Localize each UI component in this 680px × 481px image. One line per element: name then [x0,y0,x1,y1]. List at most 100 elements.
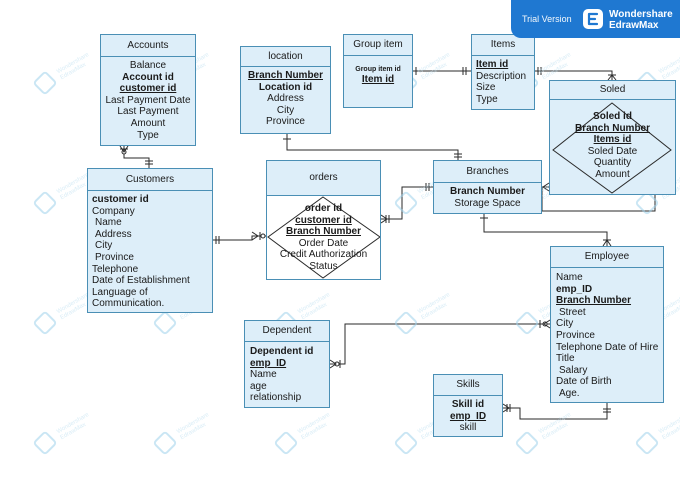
entity-title: Branches [434,161,541,183]
rel-branches-soled-2 [541,187,656,212]
entity-skills[interactable]: Skills Skill id emp_ID skill [433,374,503,437]
attr: City [276,104,295,116]
attr: Name [250,369,277,381]
brand-name: Wondershare [609,9,673,20]
attr: Quantity [593,157,632,169]
trial-label: Trial Version [522,14,572,24]
rel-items-soled [535,70,613,80]
rel-orders-branches [381,186,433,220]
rel-customers-orders [213,235,266,241]
rel-branches-employee [483,214,608,246]
entity-customers[interactable]: Customers customer id Company Name Addre… [87,168,213,313]
attr: Address [95,228,132,240]
attr-key: Dependent id [250,346,314,357]
attr: Name [95,217,122,229]
attr-key: Account id [122,71,174,83]
attr: Type [137,129,159,141]
entity-title: Employee [551,247,663,268]
attr-key: order id [304,203,343,214]
attr: City [556,318,574,330]
attr: Title [556,353,575,365]
attr: Telephone Date of Hire [556,341,659,353]
entity-title: Skills [434,375,502,396]
attr: Amount [595,168,630,180]
attr-key: customer id [295,214,352,226]
attr-key: Soled id [593,111,632,122]
attr: Communication. [92,298,165,310]
entity-employee[interactable]: Employee Name emp_ID Branch Number Stree… [550,246,664,403]
entity-group-item[interactable]: Group item Group item id Item id [343,34,413,108]
entity-title: Soled [550,81,675,100]
attr-key: Items id [593,134,632,146]
entity-soled[interactable]: Soled Soled id Branch Number Items id So… [549,80,676,195]
attr: skill [459,422,477,434]
attr: Storage Space [454,197,521,209]
attr: Age. [559,387,580,399]
entity-title: Customers [88,169,212,191]
attr-key: Branch Number [574,122,650,134]
entity-orders[interactable]: orders order id customer id Branch Numbe… [266,160,381,280]
product-name: EdrawMax [609,20,659,31]
attr: Order Date [298,237,349,249]
attr-key: Skill id [451,399,485,410]
attr-key: emp_ID [449,410,487,422]
attr-key: Group item id [355,66,401,73]
attr: age [250,380,267,392]
attr: Company [92,205,135,217]
trial-banner[interactable]: Trial Version Wondershare EdrawMax [511,0,680,38]
attr: Balance [129,60,167,71]
attr: Last Payment Date [105,94,191,106]
entity-title: location [241,47,330,67]
entity-title: Group item [344,35,412,56]
entity-items[interactable]: Items Item id Description Size Type [471,34,535,110]
attr-key: Branch Number [285,226,361,238]
attr: City [95,240,113,252]
attr: Description [476,70,527,82]
rel-location-branches [286,134,459,160]
attr-key: Location id [258,81,313,93]
attr: Size [476,82,496,94]
entity-branches[interactable]: Branches Branch Number Storage Space [433,160,542,214]
attr-key: customer id [92,194,149,205]
attr-key: Item id [476,59,509,70]
attr: Status [309,260,338,272]
attr-key: Branch Number [449,186,525,197]
attr: Name [556,272,583,283]
attr-key: Item id [361,74,395,85]
attr-key: Branch Number [556,295,632,307]
entity-title: orders [267,161,380,196]
entity-location[interactable]: location Branch Number Location id Addre… [240,46,331,134]
attr: Soled Date [587,145,638,157]
attr-key: emp_ID [556,283,593,295]
attr: Province [95,251,134,263]
attr: Province [556,329,595,341]
attr-key: Branch Number [247,70,323,81]
entity-title: Dependent [245,321,329,342]
attr: Salary [559,364,588,376]
attr-key: emp_ID [250,357,287,369]
rel-skills-employee [503,403,608,420]
attr: Type [476,93,498,105]
attr: relationship [250,392,302,404]
attr: Street [559,306,586,318]
attr: Telephone [92,263,139,275]
entity-title: Items [472,35,534,56]
entity-dependent[interactable]: Dependent Dependent id emp_ID Name age r… [244,320,330,408]
attr: Last Payment [117,106,179,118]
diamond-shape [267,196,380,279]
attr: Date of Establishment [92,275,190,287]
entity-accounts[interactable]: Accounts Balance Account id customer id … [100,34,196,146]
attr: Credit Authorization [279,249,368,261]
diamond-shape [552,102,672,194]
attr-key: customer id [119,83,177,95]
attr: Amount [130,117,166,129]
